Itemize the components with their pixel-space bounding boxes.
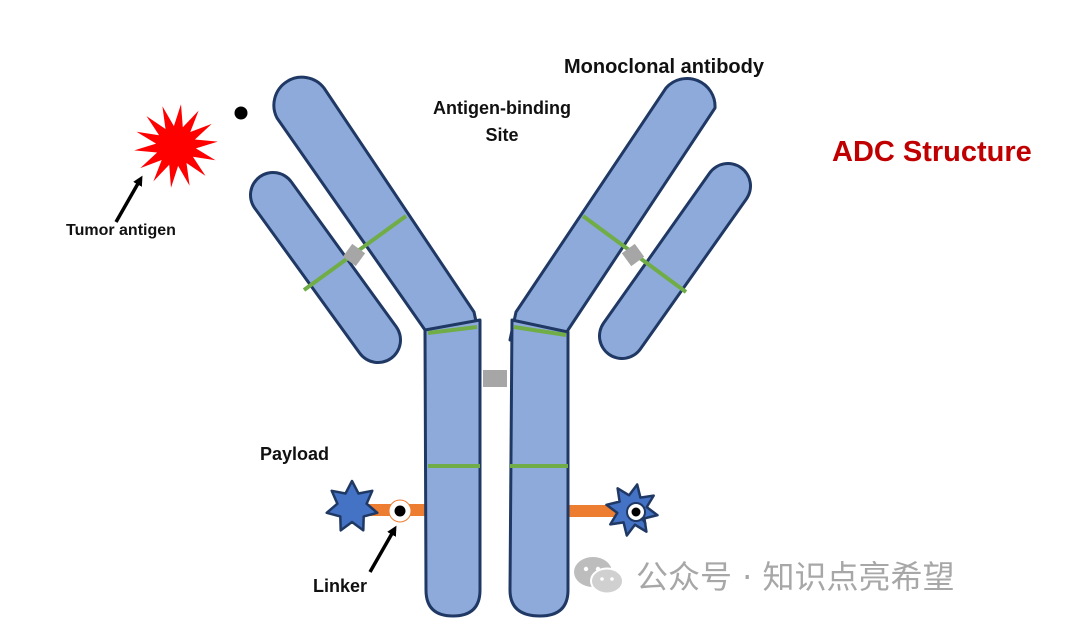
hinge-connector [483, 370, 507, 387]
left-disulfide-connector [342, 243, 366, 267]
left-light-chain [249, 171, 402, 364]
right-disulfide-connector [621, 243, 645, 267]
tumor-antigen-burst-icon [134, 104, 218, 188]
right-light-chain [598, 162, 752, 360]
right-heavy-chain-upper [508, 77, 717, 342]
tumor-antigen-label: Tumor antigen [66, 222, 176, 239]
antigen-binding-site-label: Antigen-binding Site [421, 98, 583, 146]
payload-star-icon [605, 483, 659, 537]
left-heavy-chain-upper [272, 75, 482, 342]
diagram-title: ADC Structure [832, 136, 1032, 168]
payload-star-icon [325, 479, 379, 532]
monoclonal-antibody-label: Monoclonal antibody [564, 56, 764, 78]
linker-node [388, 499, 412, 523]
watermark-text: 公众号 · 知识点亮希望 [636, 558, 955, 596]
antigen-binding-line2: Site [485, 125, 519, 145]
antigen-dot [234, 106, 248, 120]
linker-label: Linker [313, 576, 368, 596]
payload-label: Payload [260, 444, 330, 464]
antigen-binding-line1: Antigen-binding [433, 98, 571, 118]
wechat-icon [574, 557, 624, 595]
linker-arrow [368, 525, 397, 573]
watermark: 公众号 · 知识点亮希望 [572, 552, 955, 598]
tumor-antigen-arrow [114, 175, 143, 223]
